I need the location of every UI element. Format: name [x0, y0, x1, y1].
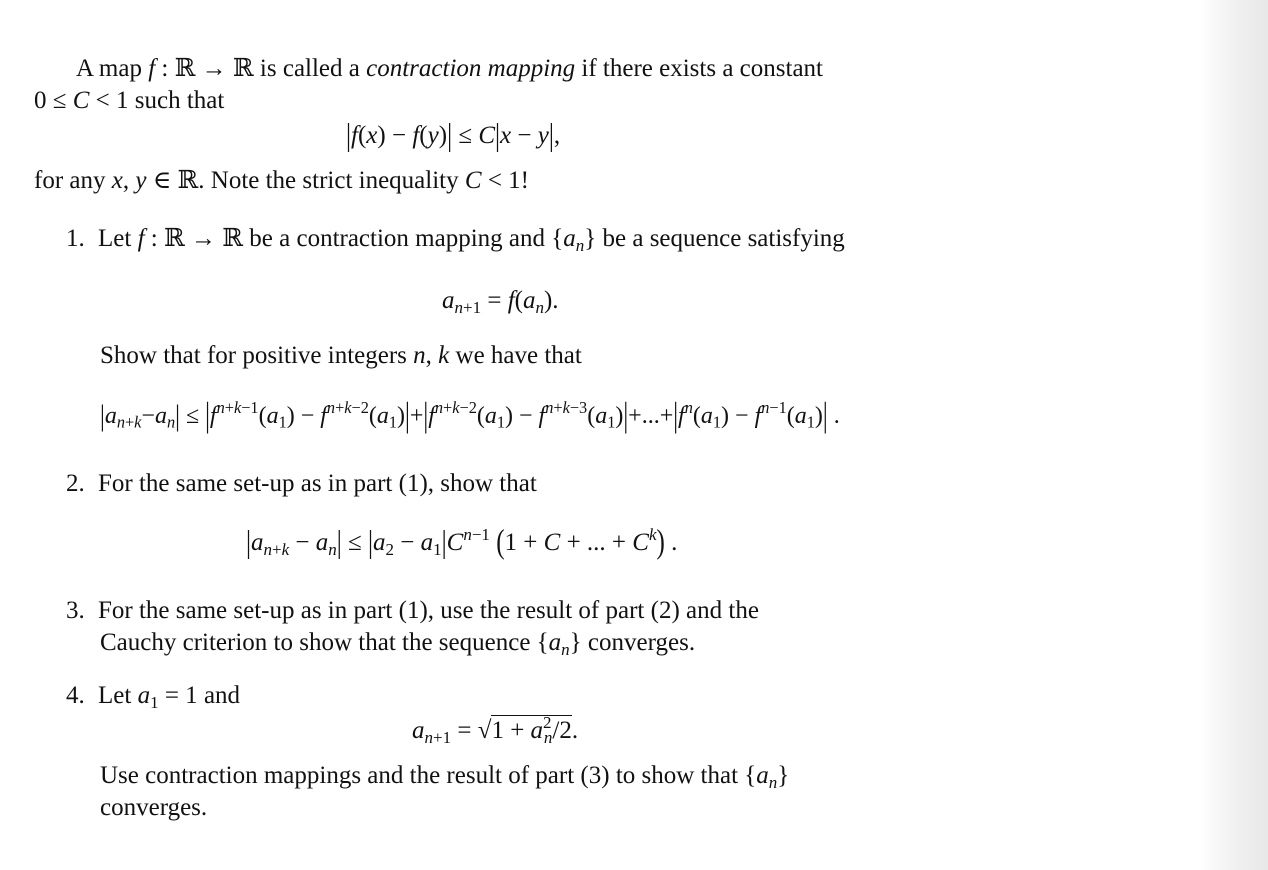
item-3-line-1: 3. For the same set-up as in part (1), us… — [66, 595, 759, 627]
item-number: 4. — [66, 682, 85, 709]
text: such that — [128, 87, 225, 114]
term-contraction-mapping: contraction mapping — [366, 55, 576, 82]
math-condition: 0 ≤ C < 1 — [34, 87, 129, 114]
math-map: f — [148, 55, 156, 82]
text: A map — [76, 55, 149, 82]
item-1-text-2: Show that for positive integers n, k we … — [100, 342, 582, 369]
item-3-line-2: Cauchy criterion to show that the sequen… — [100, 629, 696, 659]
item-2: 2. For the same set-up as in part (1), sh… — [66, 468, 537, 500]
text: For the same set-up as in part (1), use … — [98, 597, 759, 624]
item-number: 3. — [66, 597, 85, 624]
item-4-text-line-2: converges. — [100, 792, 207, 824]
intro-line-2: 0 ≤ C < 1 such that — [34, 85, 224, 117]
text: Show that for positive integers — [100, 342, 414, 369]
text: be a sequence satisfying — [596, 225, 845, 252]
math-C: C — [464, 167, 482, 194]
text: converges. — [581, 629, 696, 656]
intro-line-3: for any x, y ∈ ℝ. Note the strict inequa… — [34, 167, 529, 194]
text: is called a — [253, 55, 367, 82]
text: Let — [98, 682, 138, 709]
text: for any — [34, 167, 112, 194]
display-contraction-inequality: |f(x) − f(y)| ≤ C|x − y|, — [346, 118, 561, 153]
text: Cauchy criterion to show that the sequen… — [100, 629, 537, 656]
text: Let — [98, 225, 138, 252]
math-xy: x — [111, 167, 123, 194]
display-sqrt-recurrence: an+1 = √1 + a2n/2. — [412, 712, 579, 747]
sqrt-symbol: √ — [477, 717, 492, 744]
text: Use contraction mappings and the result … — [100, 762, 745, 789]
item-number: 1. — [66, 225, 85, 252]
item-4-text-line-1: Use contraction mappings and the result … — [100, 762, 790, 792]
intro-line-1: A map f : ℝ → ℝ is called a contraction … — [76, 55, 823, 82]
text: converges. — [100, 794, 208, 821]
text: we have that — [449, 342, 582, 369]
item-4: 4.Let a1 = 1 and — [66, 682, 241, 712]
item-1: 1.Let f : ℝ → ℝ be a contraction mapping… — [66, 225, 845, 255]
display-telescoping-inequality: |an+k−an| ≤ |fn+k−1(a1) − fn+k−2(a1)|+|f… — [100, 397, 840, 435]
item-number: 2. — [66, 470, 85, 497]
text: ! — [520, 167, 529, 194]
text: and — [197, 682, 241, 709]
display-geometric-bound: |an+k − an| ≤ |a2 − a1|Cn−1 (1 + C + ...… — [246, 524, 678, 561]
text: be a contraction mapping and — [243, 225, 552, 252]
text: . Note the strict inequality — [198, 167, 465, 194]
display-recurrence: an+1 = f(an). — [442, 287, 559, 317]
text: For the same set-up as in part (1), show… — [98, 470, 537, 497]
text: if there exists a constant — [575, 55, 823, 82]
